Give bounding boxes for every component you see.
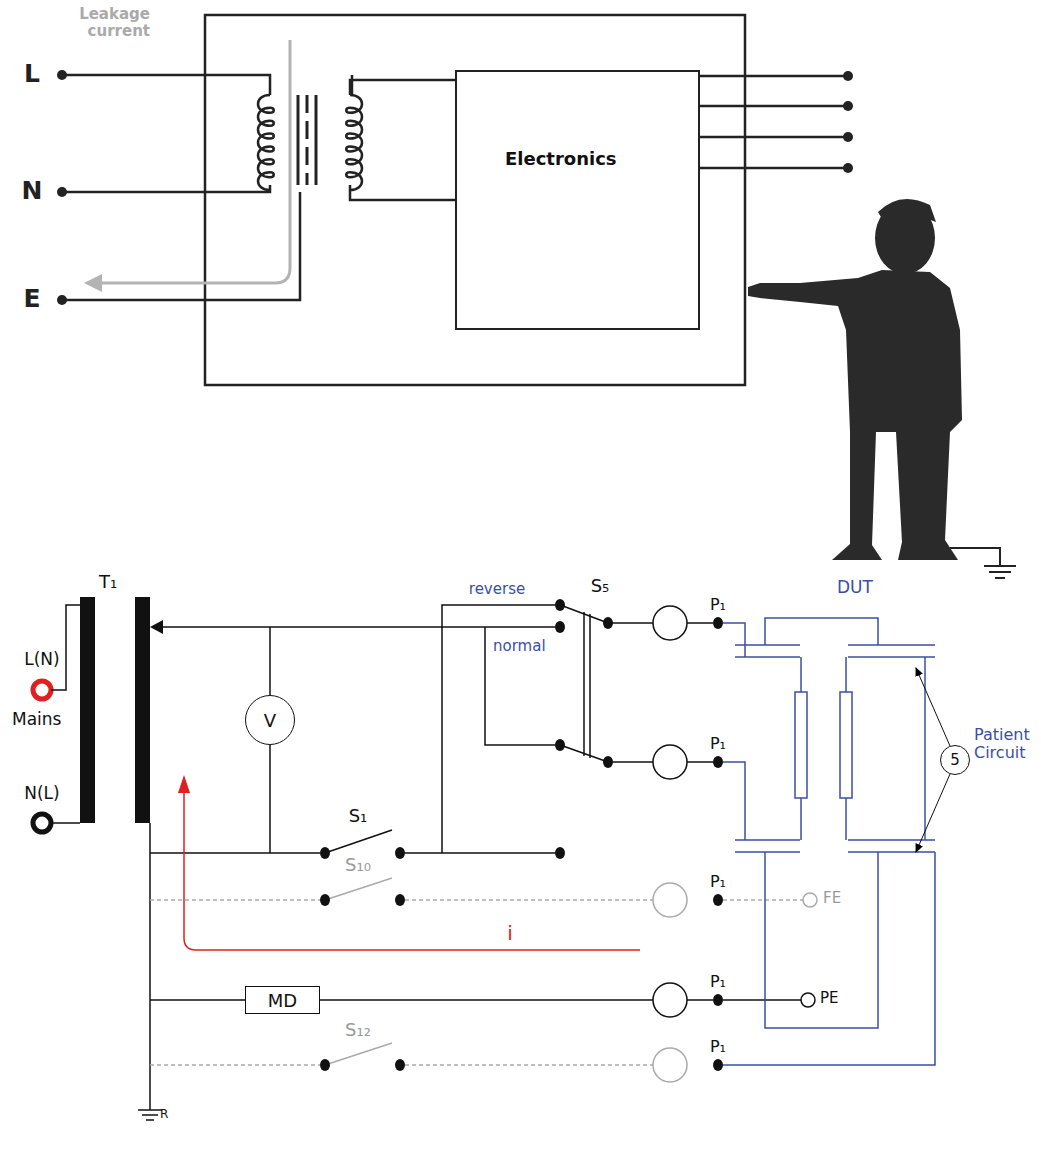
- switch-position: normal: [493, 638, 546, 655]
- component-label: S₁₂: [345, 1020, 371, 1041]
- component-label: S₅: [591, 576, 610, 597]
- mains-wires: [62, 75, 352, 300]
- pin-name: P₁: [710, 873, 726, 891]
- terminal-name: L(N): [24, 650, 59, 670]
- current-arrowhead: [178, 775, 190, 793]
- pin-name: P₁: [710, 1038, 726, 1056]
- pin-name: P₁: [710, 973, 726, 991]
- switch-position: reverse: [469, 581, 525, 598]
- ground-symbol: [138, 1110, 162, 1120]
- person-ground: [950, 548, 1016, 578]
- terminal-name: N(L): [24, 784, 59, 804]
- transformer-core: [298, 95, 316, 185]
- node-text: V: [264, 710, 276, 731]
- mains-terminals: [57, 70, 67, 305]
- pin-name: FE: [823, 890, 841, 907]
- measuring-device-box: MD: [245, 986, 320, 1014]
- current-path: [184, 792, 640, 950]
- pin-name: P₁: [710, 596, 726, 614]
- pin-name: PE: [820, 990, 839, 1007]
- contact-dots: [320, 599, 723, 1071]
- component-label: T₁: [99, 572, 117, 593]
- connector-circles: [653, 606, 815, 1017]
- transformer-secondary: [135, 597, 150, 823]
- transformer-coils: [258, 95, 362, 190]
- voltmeter-symbol: V: [245, 695, 295, 745]
- electronics-box: Electronics: [455, 70, 700, 330]
- component-label: S₁: [349, 806, 368, 827]
- dut-drawing: [723, 618, 935, 1065]
- mains-label: Mains: [12, 710, 61, 730]
- device-housing: [205, 15, 745, 385]
- terminal-name: L: [24, 60, 40, 89]
- ground-label: R: [160, 1108, 168, 1122]
- optional-switch-blades: [325, 878, 817, 1082]
- tap-arrow: [150, 620, 163, 634]
- optional-switch-wires: [150, 900, 803, 1065]
- leakage-path: [98, 40, 290, 283]
- callout-number: 5: [940, 745, 970, 775]
- terminal-name: N: [22, 177, 43, 206]
- transformer-primary: [80, 597, 95, 823]
- terminal-name: E: [23, 285, 40, 314]
- node-text: MD: [268, 990, 297, 1011]
- line-terminal: [33, 681, 51, 699]
- leakage-current-label: Leakage current: [60, 6, 150, 41]
- output-terminals: [843, 71, 853, 173]
- output-lines: [700, 76, 848, 168]
- dut-label: DUT: [837, 578, 873, 598]
- leakage-arrowhead: [84, 274, 102, 292]
- node-text: Electronics: [505, 148, 617, 169]
- pin-name: P₁: [710, 735, 726, 753]
- test-circuit-wires: [150, 605, 801, 1110]
- node-text: 5: [950, 751, 960, 769]
- component-label: S₁₀: [345, 855, 371, 876]
- person-silhouette: [748, 199, 962, 560]
- secondary-wires: [350, 80, 455, 200]
- neutral-terminal: [33, 814, 51, 832]
- current-label: i: [507, 922, 513, 945]
- patient-circuit-label: Patient Circuit: [974, 726, 1038, 763]
